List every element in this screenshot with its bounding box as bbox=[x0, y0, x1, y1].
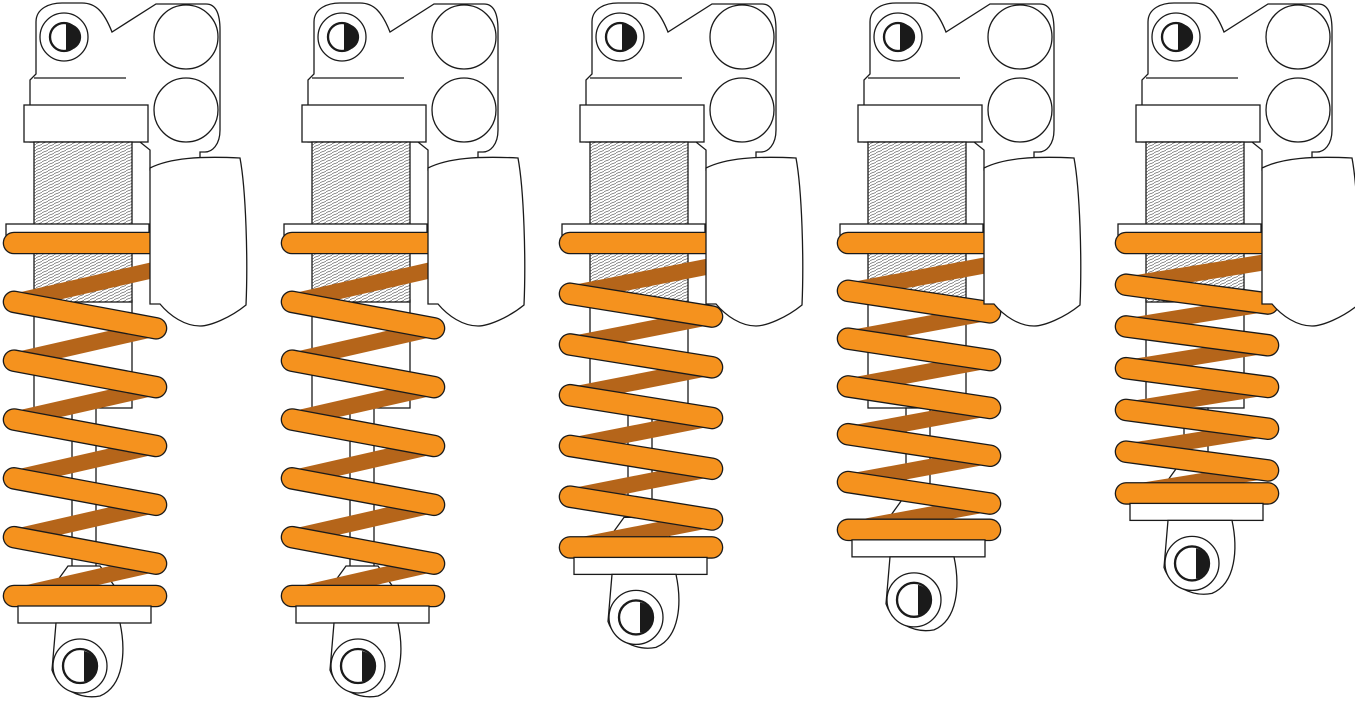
reservoir bbox=[427, 156, 526, 327]
spring-front-coil bbox=[838, 376, 1000, 418]
lower-eye-shadow bbox=[1196, 548, 1209, 579]
spring-front-coil bbox=[4, 409, 166, 456]
reservoir-port-lower bbox=[709, 77, 775, 143]
reservoir-port-upper bbox=[709, 4, 775, 70]
spring-front-coil bbox=[560, 486, 722, 530]
spring-front-coil bbox=[560, 385, 722, 429]
spring-front-coil bbox=[838, 424, 1000, 466]
reservoir-port-lower bbox=[987, 77, 1053, 143]
spring-front-coil bbox=[282, 468, 444, 515]
lower-spring-plate bbox=[1129, 502, 1264, 522]
spring-front-coil bbox=[4, 527, 166, 574]
lower-eye-shadow bbox=[918, 584, 931, 615]
shock-4 bbox=[836, 2, 1082, 632]
reservoir-port-upper bbox=[1265, 4, 1331, 70]
lower-spring-plate bbox=[573, 556, 708, 576]
spring-front-coil bbox=[838, 280, 1000, 323]
lower-eye-shadow bbox=[640, 602, 653, 633]
spring-front-coil bbox=[1116, 399, 1278, 439]
spring-front-coil bbox=[838, 328, 1000, 371]
reservoir bbox=[149, 156, 248, 327]
spring-front-coil bbox=[560, 435, 722, 479]
spring-front-coil bbox=[560, 283, 722, 327]
collar bbox=[301, 104, 427, 143]
reservoir-port-upper bbox=[153, 4, 219, 70]
reservoir bbox=[705, 156, 804, 327]
collar bbox=[579, 104, 705, 143]
spring-front-coil bbox=[282, 350, 444, 398]
reservoir bbox=[983, 156, 1082, 327]
shock-5 bbox=[1114, 2, 1355, 595]
shock-3 bbox=[558, 2, 804, 649]
spring-front-coil bbox=[4, 350, 166, 398]
collar bbox=[1135, 104, 1261, 143]
top-eye-shadow bbox=[900, 23, 916, 50]
spring-front-coil bbox=[282, 409, 444, 456]
lower-spring-plate bbox=[851, 539, 986, 558]
shock-2 bbox=[280, 2, 526, 698]
lower-eye-shadow bbox=[362, 651, 375, 681]
spring-front-coil bbox=[282, 527, 444, 574]
spring-front-coil bbox=[1116, 441, 1278, 481]
reservoir bbox=[1261, 156, 1355, 327]
reservoir-port-upper bbox=[431, 4, 497, 70]
collar bbox=[857, 104, 983, 143]
reservoir-port-lower bbox=[1265, 77, 1331, 143]
spring-front-coil bbox=[1116, 274, 1278, 314]
lower-spring-plate bbox=[295, 605, 430, 624]
top-eye-shadow bbox=[66, 23, 82, 50]
lower-eye-shadow bbox=[84, 651, 97, 681]
spring-front-coil bbox=[282, 291, 444, 339]
top-eye-shadow bbox=[1178, 23, 1194, 50]
threaded-body bbox=[311, 141, 411, 303]
spring-front-coil bbox=[4, 468, 166, 515]
lower-spring-plate bbox=[17, 605, 152, 624]
shocks-layer bbox=[2, 2, 1355, 698]
spring-front-coil bbox=[838, 472, 1000, 514]
reservoir-port-upper bbox=[987, 4, 1053, 70]
spring-front-coil bbox=[560, 334, 722, 378]
top-eye-shadow bbox=[344, 23, 360, 50]
spring-front-coil bbox=[1116, 358, 1278, 397]
top-eye-shadow bbox=[622, 23, 638, 50]
reservoir-port-lower bbox=[431, 77, 497, 143]
reservoir-port-lower bbox=[153, 77, 219, 143]
shock-1 bbox=[2, 2, 248, 698]
spring-front-coil bbox=[4, 291, 166, 339]
collar bbox=[23, 104, 149, 143]
spring-front-coil bbox=[1116, 316, 1278, 356]
